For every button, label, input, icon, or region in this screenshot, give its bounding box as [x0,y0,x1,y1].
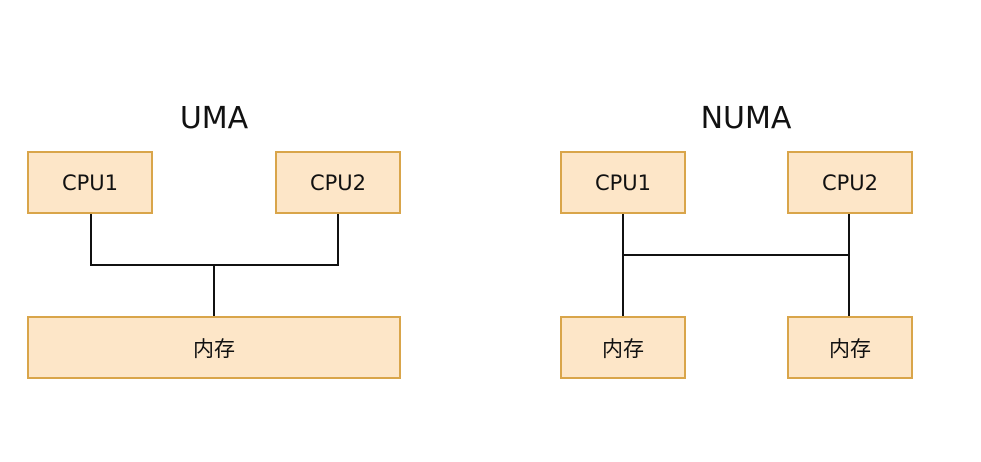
numa-memory2-box: 内存 [787,316,913,379]
uma-cpu2-link [337,214,339,265]
numa-node2-link [848,214,850,316]
numa-node1-link [622,214,624,316]
numa-interconnect [622,254,850,256]
numa-cpu1-box: CPU1 [560,151,686,214]
uma-cpu1-link [90,214,92,265]
numa-cpu2-box: CPU2 [787,151,913,214]
uma-memory-box: 内存 [27,316,401,379]
numa-title: NUMA [700,101,792,136]
uma-cpu2-box: CPU2 [275,151,401,214]
uma-memory-link [213,264,215,316]
uma-title: UMA [179,101,249,136]
numa-memory1-box: 内存 [560,316,686,379]
uma-cpu1-box: CPU1 [27,151,153,214]
